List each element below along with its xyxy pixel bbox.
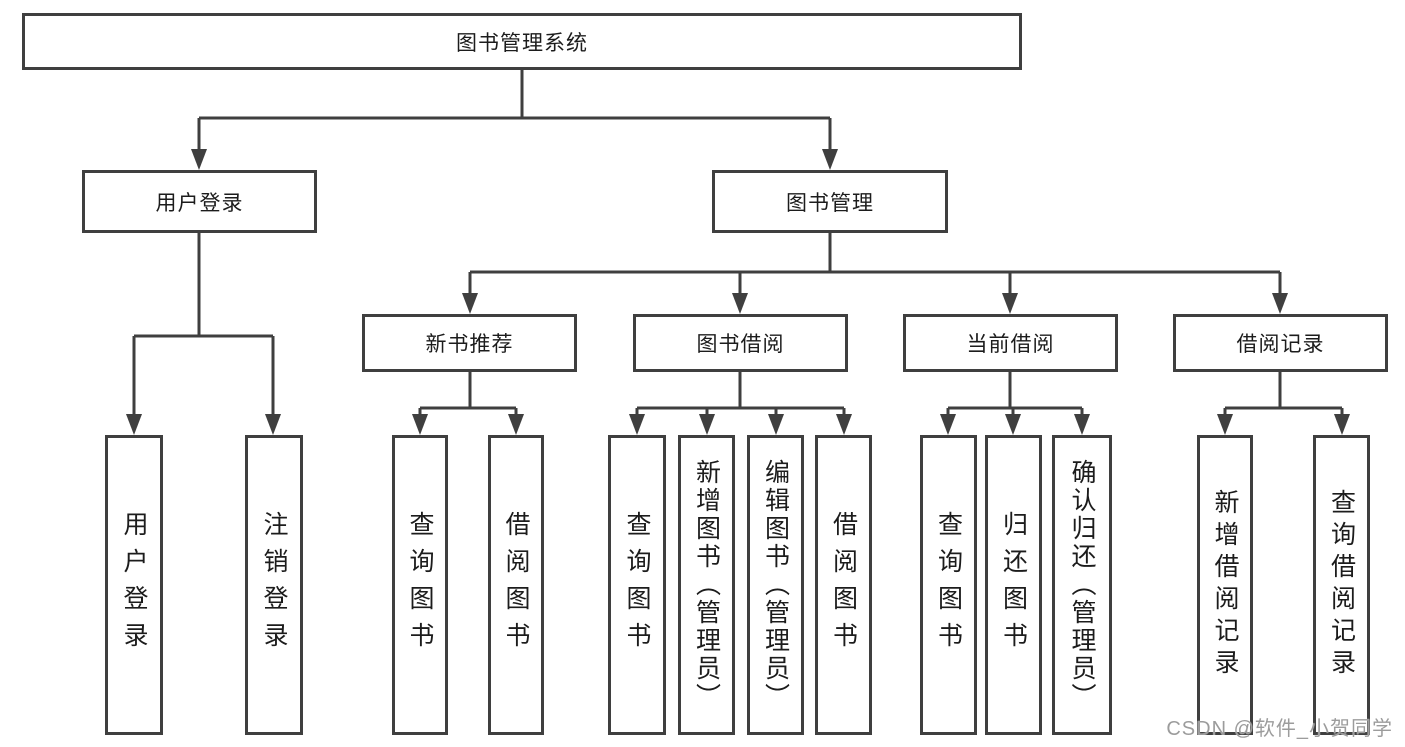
- node-label: 查询借阅记录: [1327, 489, 1356, 681]
- node-label: 查询图书: [623, 511, 651, 659]
- node-book-borrowing: 图书借阅: [633, 314, 848, 372]
- leaf-add-books-admin: 新增图书（管理员）: [678, 435, 735, 735]
- node-label: 注销登录: [260, 511, 288, 659]
- leaf-borrow-books-2: 借阅图书: [815, 435, 872, 735]
- node-label: 借阅记录: [1236, 333, 1325, 356]
- node-label: 图书借阅: [696, 333, 785, 356]
- node-current-borrowing: 当前借阅: [903, 314, 1118, 372]
- node-label: 当前借阅: [966, 333, 1055, 356]
- node-label: 新书推荐: [425, 333, 514, 356]
- node-label: 借阅图书: [829, 511, 858, 659]
- leaf-confirm-return-admin: 确认归还（管理员）: [1052, 435, 1112, 735]
- node-user-login: 用户登录: [82, 170, 317, 233]
- leaf-query-books-2: 查询图书: [608, 435, 666, 735]
- node-label: 归还图书: [999, 511, 1028, 659]
- node-label: 用户登录: [155, 191, 244, 215]
- leaf-user-login: 用户登录: [105, 435, 163, 735]
- node-label: 新增借阅记录: [1211, 489, 1239, 681]
- leaf-query-books-1: 查询图书: [392, 435, 448, 735]
- node-book-management: 图书管理: [712, 170, 948, 233]
- node-label: 查询图书: [934, 511, 963, 659]
- leaf-query-books-3: 查询图书: [920, 435, 977, 735]
- leaf-borrow-books-1: 借阅图书: [488, 435, 544, 735]
- leaf-add-borrow-record: 新增借阅记录: [1197, 435, 1253, 735]
- arrowheads: [126, 149, 1350, 435]
- leaf-query-borrow-record: 查询借阅记录: [1313, 435, 1370, 735]
- node-label: 图书管理系统: [456, 31, 588, 55]
- node-root: 图书管理系统: [22, 13, 1022, 70]
- node-label: 新增图书（管理员）: [692, 459, 721, 711]
- leaf-return-books: 归还图书: [985, 435, 1042, 735]
- watermark: CSDN @软件_小贺同学: [1166, 718, 1393, 740]
- leaf-logout: 注销登录: [245, 435, 303, 735]
- node-borrowing-records: 借阅记录: [1173, 314, 1388, 372]
- node-label: 编辑图书（管理员）: [761, 459, 790, 711]
- node-label: 用户登录: [120, 511, 148, 659]
- node-label: 确认归还（管理员）: [1068, 459, 1096, 711]
- node-label: 借阅图书: [502, 511, 530, 659]
- leaf-edit-books-admin: 编辑图书（管理员）: [747, 435, 804, 735]
- node-new-book-recommend: 新书推荐: [362, 314, 577, 372]
- node-label: 查询图书: [406, 511, 434, 659]
- node-label: 图书管理: [786, 191, 874, 215]
